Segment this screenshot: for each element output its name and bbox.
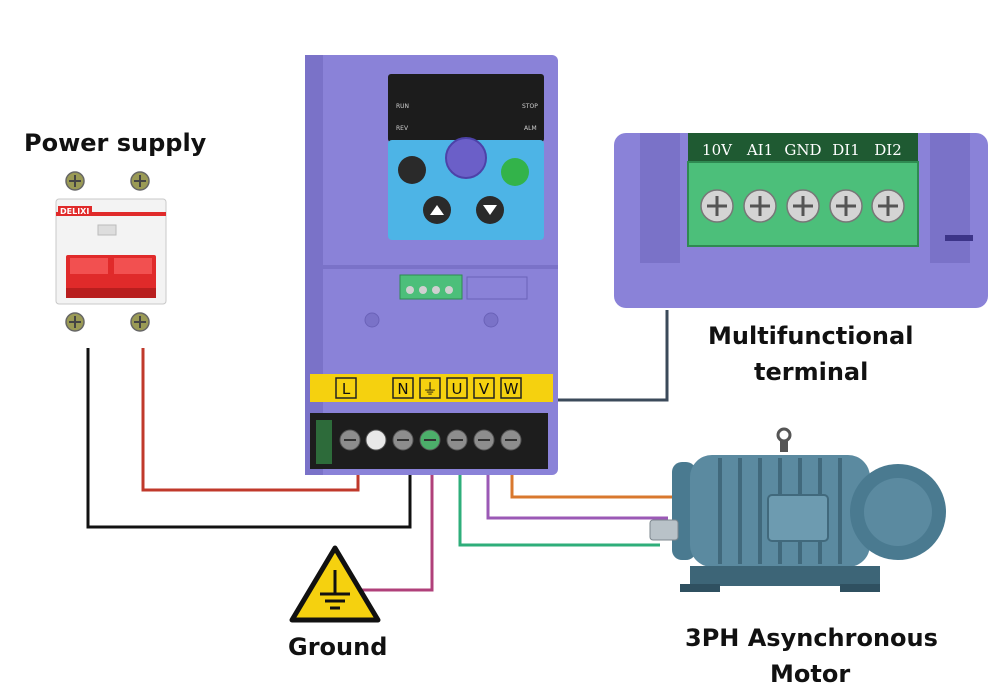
mount-hole-left (364, 312, 380, 328)
strip-label-ground: ⏚ (422, 380, 437, 398)
terminal-label-gnd: GND (784, 141, 821, 159)
terminal-label-di1: DI1 (832, 141, 860, 159)
display-run: RUN (396, 103, 409, 110)
inverter-keypad (388, 137, 544, 240)
terminal-label-10v: 10V (702, 141, 733, 159)
breaker-screw-tl (65, 171, 85, 191)
wire-red (141, 348, 360, 492)
display-alm: ALM (524, 125, 537, 132)
strip-label-v: V (479, 380, 490, 398)
terminal-label-ai1: AI1 (746, 141, 773, 159)
strip-label-u: U (452, 380, 463, 398)
display-rev: REV (396, 125, 409, 132)
down-button[interactable] (476, 196, 504, 224)
motor-label-line2: Motor (770, 660, 851, 688)
power-supply-label: Power supply (24, 129, 207, 157)
strip-label-l: L (342, 380, 351, 398)
multifunctional-terminal-label-line2: terminal (754, 358, 869, 386)
run-stop-button[interactable] (501, 158, 529, 186)
motor-shaft (649, 519, 679, 541)
ground-warning-sign (289, 545, 381, 623)
breaker-screw-bl (65, 312, 85, 332)
strip-label-n: N (397, 380, 408, 398)
up-button[interactable] (423, 196, 451, 224)
power-terminal-strip: L N ⏚ U V W (310, 374, 553, 402)
wire-black (86, 348, 412, 529)
multifunctional-terminal-label-line1: Multifunctional (708, 322, 914, 350)
control-terminal-small (399, 274, 528, 300)
motor-illustration (649, 427, 946, 592)
wire-slate-terminal (553, 310, 669, 402)
display-stop: STOP (522, 103, 538, 110)
ground-label: Ground (288, 633, 388, 661)
power-screw-terminals (310, 413, 548, 469)
wires (86, 310, 672, 592)
breaker-screw-br (130, 312, 150, 332)
circuit-breaker: DELIXI (55, 171, 167, 332)
inverter-display: RUN REV STOP ALM (388, 74, 544, 142)
wire-green-w (458, 468, 660, 547)
inverter: RUN REV STOP ALM (305, 55, 558, 475)
breaker-brand: DELIXI (60, 207, 89, 216)
prog-button[interactable] (398, 156, 426, 184)
terminal-closeup: 10V AI1 GND DI1 DI2 (614, 133, 988, 308)
breaker-screw-tr (130, 171, 150, 191)
strip-label-w: W (504, 380, 519, 398)
wire-orange-u (510, 468, 672, 499)
adjust-knob[interactable] (445, 137, 487, 179)
wire-magenta-ground (345, 468, 434, 592)
wire-purple-v (486, 468, 668, 520)
ground-icon (320, 570, 350, 610)
motor-label-line1: 3PH Asynchronous (685, 624, 938, 652)
lifting-eye (776, 427, 792, 443)
terminal-label-di2: DI2 (874, 141, 902, 159)
mount-hole-right (483, 312, 499, 328)
